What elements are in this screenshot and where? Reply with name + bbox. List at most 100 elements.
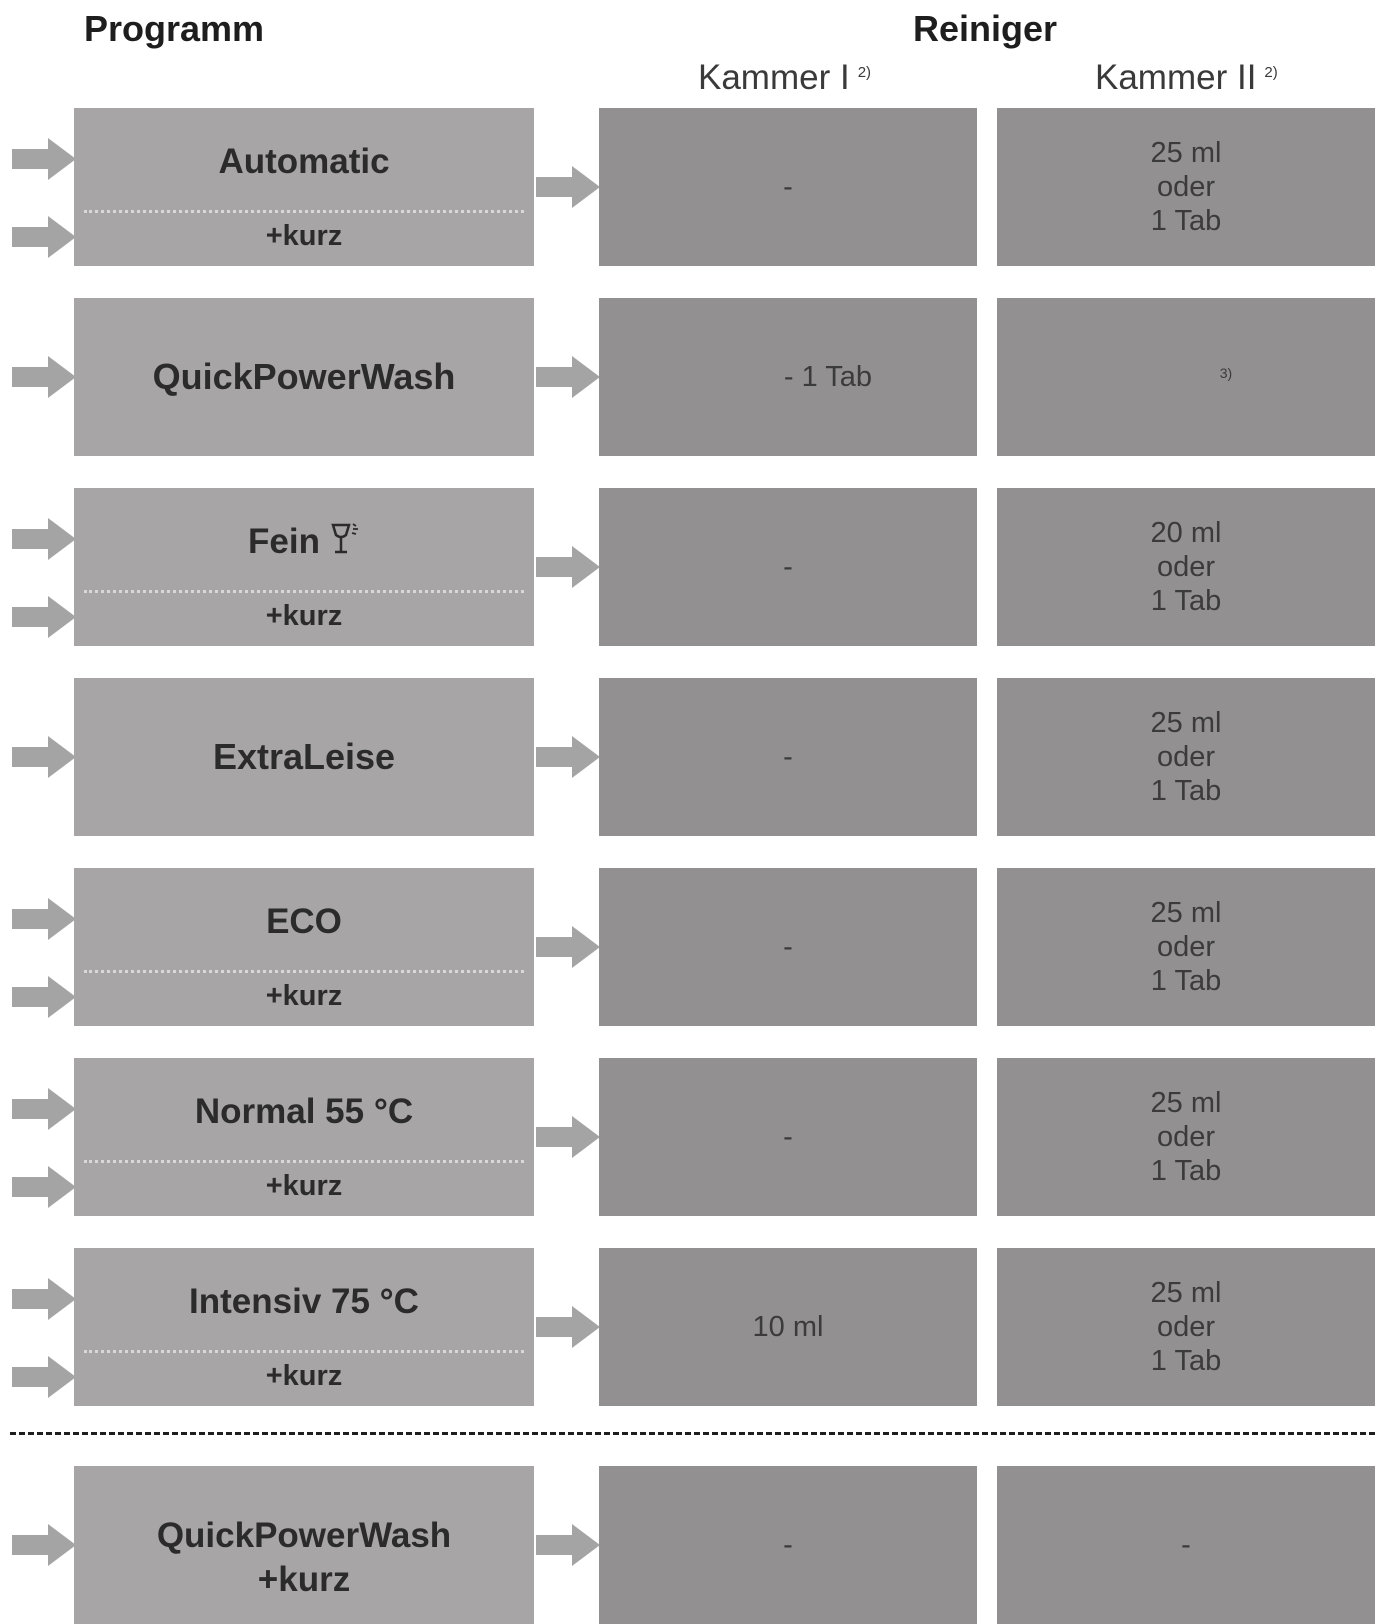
kammer-2-value: - (1181, 1529, 1191, 1561)
kammer-1-footnote: 2) (857, 64, 872, 81)
arrow-right-icon (12, 1166, 76, 1208)
program-row: Intensiv 75 °C +kurz 10 ml 25 ml oder 1 … (0, 1248, 1384, 1406)
arrow-right-icon (12, 1278, 76, 1320)
header-kammer-2: Kammer II 2) (1095, 58, 1278, 98)
program-name: Automatic (218, 142, 390, 181)
kammer-2-amount: 25 ml (1150, 707, 1222, 739)
program-name: ECO (266, 902, 342, 941)
kurz-option: +kurz (265, 980, 343, 1012)
arrow-right-icon (12, 518, 76, 560)
arrow-right-icon (536, 1116, 600, 1158)
kammer-1-cell: - 1 Tab (599, 298, 977, 456)
kammer-2-cell: 20 ml oder 1 Tab (997, 488, 1375, 646)
program-cell: Fein +kurz (74, 488, 534, 646)
arrow-right-icon (536, 1306, 600, 1348)
kammer-1-cell: - (599, 868, 977, 1026)
program-row: Fein +kurz - 20 ml oder 1 Tab (0, 488, 1384, 646)
kammer-2-tab: 1 Tab (1150, 775, 1222, 807)
arrow-right-icon (536, 166, 600, 208)
kammer-2-cell: 25 ml oder 1 Tab (997, 678, 1375, 836)
dotted-divider (84, 1160, 524, 1163)
program-row: ExtraLeise - 25 ml oder 1 Tab (0, 678, 1384, 836)
dotted-divider (84, 1350, 524, 1353)
program-cell: Intensiv 75 °C +kurz (74, 1248, 534, 1406)
kammer-1-value: - (783, 1528, 793, 1561)
kurz-option: +kurz (265, 220, 343, 252)
arrow-right-icon (12, 1524, 76, 1566)
kammer-1-cell: - (599, 1466, 977, 1624)
program-cell: ECO +kurz (74, 868, 534, 1026)
program-name-wrap: Fein (74, 522, 534, 565)
kammer-2-footnote: 3) (1219, 365, 1233, 381)
program-cell: Normal 55 °C +kurz (74, 1058, 534, 1216)
kammer-2-amount: 25 ml (1150, 897, 1222, 929)
program-name: ExtraLeise (212, 736, 396, 777)
arrow-right-icon (12, 736, 76, 778)
kammer-2-or: oder (1156, 931, 1216, 963)
kammer-1-value: - 1 Tab (783, 360, 873, 393)
kammer-2-amount: 25 ml (1150, 137, 1222, 169)
dotted-divider (84, 970, 524, 973)
program-row: QuickPowerWash +kurz - - (0, 1466, 1384, 1624)
program-row: QuickPowerWash - 1 Tab 3) (0, 298, 1384, 456)
kammer-2-amount: 20 ml (1150, 517, 1222, 549)
kammer-2-tab: 1 Tab (1150, 1345, 1222, 1377)
arrow-right-icon (12, 1356, 76, 1398)
dotted-divider (84, 210, 524, 213)
kammer-2-amount: 25 ml (1150, 1087, 1222, 1119)
kammer-2-tab: 1 Tab (1150, 1155, 1222, 1187)
kammer-1-value: - (783, 740, 793, 773)
arrow-right-icon (536, 546, 600, 588)
arrow-right-icon (536, 356, 600, 398)
wine-glass-icon (330, 522, 360, 565)
kammer-2-tab: 1 Tab (1150, 205, 1222, 237)
kammer-2-or: oder (1156, 1121, 1216, 1153)
kammer-1-value: - (783, 170, 793, 203)
kammer-2-or: oder (1156, 741, 1216, 773)
arrow-right-icon (12, 216, 76, 258)
arrow-right-icon (12, 1088, 76, 1130)
kammer-1-value: - (783, 930, 793, 963)
header-programm: Programm (84, 8, 265, 49)
kammer-1-cell: - (599, 1058, 977, 1216)
kurz-option: +kurz (265, 1170, 343, 1202)
program-row: Normal 55 °C +kurz - 25 ml oder 1 Tab (0, 1058, 1384, 1216)
kammer-1-cell: - (599, 488, 977, 646)
kammer-1-value: 10 ml (752, 1310, 824, 1343)
program-name: QuickPowerWash (152, 356, 456, 397)
program-name-wrap: QuickPowerWash +kurz (74, 1514, 534, 1602)
arrow-right-icon (12, 138, 76, 180)
program-row: Automatic +kurz - 25 ml oder 1 Tab (0, 108, 1384, 266)
program-cell: QuickPowerWash (74, 298, 534, 456)
arrow-right-icon (12, 976, 76, 1018)
kurz-option: +kurz (257, 1560, 351, 1599)
kurz-option: +kurz (265, 1360, 343, 1392)
program-name: Fein (248, 522, 320, 561)
program-row: ECO +kurz - 25 ml oder 1 Tab (0, 868, 1384, 1026)
kammer-2-amount: 25 ml (1150, 1277, 1222, 1309)
kammer-1-cell: 10 ml (599, 1248, 977, 1406)
kammer-1-cell: - (599, 678, 977, 836)
program-cell: QuickPowerWash +kurz (74, 1466, 534, 1624)
kammer-2-or: oder (1156, 1311, 1216, 1343)
program-cell: Automatic +kurz (74, 108, 534, 266)
kammer-2-label: Kammer II (1095, 58, 1257, 97)
program-name: Normal 55 °C (194, 1092, 414, 1131)
kammer-1-cell: - (599, 108, 977, 266)
kammer-2-tab: 1 Tab (1150, 585, 1222, 617)
dashed-separator (10, 1432, 1375, 1435)
kammer-2-cell: 3) (997, 298, 1375, 456)
arrow-right-icon (12, 356, 76, 398)
arrow-right-icon (12, 596, 76, 638)
program-name: Intensiv 75 °C (189, 1282, 419, 1321)
kammer-2-or: oder (1156, 551, 1216, 583)
kammer-2-cell: 25 ml oder 1 Tab (997, 868, 1375, 1026)
kammer-2-footnote: 2) (1264, 64, 1278, 81)
kammer-1-value: - (783, 550, 793, 583)
dotted-divider (84, 590, 524, 593)
kammer-2-or: oder (1156, 171, 1216, 203)
program-name: QuickPowerWash (156, 1516, 452, 1555)
header-reiniger: Reiniger (913, 8, 1058, 49)
arrow-right-icon (12, 898, 76, 940)
